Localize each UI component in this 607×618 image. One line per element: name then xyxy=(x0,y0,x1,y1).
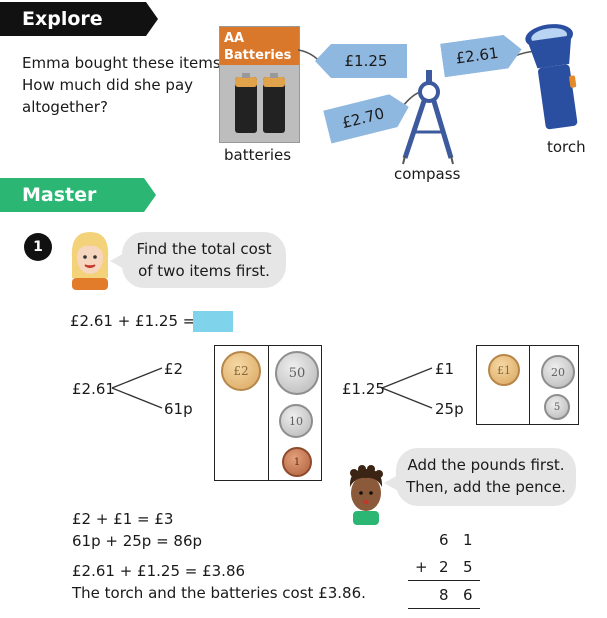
battery-price-tag: £1.25 xyxy=(315,44,407,78)
coin-20p-label: 20 xyxy=(551,365,565,379)
boy-hint-line-2: Then, add the pence. xyxy=(406,478,566,496)
coin-table-1-divider xyxy=(268,346,269,480)
coin-50p: 50 xyxy=(275,351,319,395)
battery-label-line-1: AA xyxy=(224,31,245,46)
col-line-bottom xyxy=(408,608,480,609)
torch-icon xyxy=(525,24,578,130)
partition-2-whole: £1.25 xyxy=(342,380,385,398)
partition-2-lines xyxy=(381,367,433,409)
col-plus-sign: + xyxy=(415,558,428,576)
col-result-tens: 8 xyxy=(439,586,449,604)
hint-line-1: Find the total cost xyxy=(136,240,272,258)
battery-pack-label: AA Batteries xyxy=(220,27,299,65)
coin-10p-label: 10 xyxy=(289,414,303,428)
question-line-1: Emma bought these items. xyxy=(22,54,226,72)
question-number-badge: 1 xyxy=(24,233,52,261)
battery-pack: AA Batteries xyxy=(219,26,300,143)
battery-label-line-2: Batteries xyxy=(224,48,292,63)
master-banner: Master xyxy=(0,178,156,212)
coin-table-2-divider xyxy=(529,346,530,424)
coin-table-2 xyxy=(476,345,579,425)
partition-2-part-2: 25p xyxy=(435,400,464,418)
hint-bubble: Find the total cost of two items first. xyxy=(122,232,286,288)
coin-2-pound: £2 xyxy=(221,351,261,391)
hint-line-2: of two items first. xyxy=(138,262,270,280)
boy-hint-line-1: Add the pounds first. xyxy=(407,456,565,474)
partition-1-part-1: £2 xyxy=(164,360,184,378)
hint-bubble-tail xyxy=(110,252,126,270)
partition-1-lines xyxy=(111,367,163,409)
explore-banner: Explore xyxy=(0,2,158,36)
tag-strings xyxy=(297,49,541,111)
col-result-ones: 6 xyxy=(463,586,473,604)
torch-price: £2.61 xyxy=(454,43,500,68)
question-number: 1 xyxy=(33,239,43,255)
coin-1-pound-label: £1 xyxy=(497,363,511,377)
coin-5p-label: 5 xyxy=(553,401,561,413)
equation: £2.61 + £1.25 = £ xyxy=(70,312,210,330)
col-top-ones: 1 xyxy=(463,531,473,549)
col-mid-ones: 5 xyxy=(463,558,473,576)
coin-1-pound: £1 xyxy=(488,354,520,386)
coin-table-1 xyxy=(214,345,322,481)
coin-2-pound-label: £2 xyxy=(233,364,249,378)
work-line-4: The torch and the batteries cost £3.86. xyxy=(72,584,366,602)
boy-hint-bubble-tail xyxy=(384,474,400,492)
work-line-2: 61p + 25p = 86p xyxy=(72,532,203,550)
partition-1-part-2: 61p xyxy=(164,400,193,418)
battery-icon xyxy=(235,73,285,133)
coin-10p: 10 xyxy=(279,404,313,438)
partition-1-whole: £2.61 xyxy=(72,380,115,398)
col-line-top xyxy=(408,580,480,581)
coin-20p: 20 xyxy=(541,355,575,389)
work-line-1: £2 + £1 = £3 xyxy=(72,510,174,528)
boy-hint-bubble: Add the pounds first. Then, add the penc… xyxy=(396,448,576,506)
compass-price: £2.70 xyxy=(340,104,387,133)
coin-1p-label: 1 xyxy=(293,456,301,468)
torch-caption: torch xyxy=(547,138,586,156)
col-top-tens: 6 xyxy=(439,531,449,549)
coin-50p-label: 50 xyxy=(288,365,306,381)
coin-1p: 1 xyxy=(282,447,312,477)
work-line-3: £2.61 + £1.25 = £3.86 xyxy=(72,562,246,580)
coin-5p: 5 xyxy=(544,394,570,420)
question-line-3: altogether? xyxy=(22,98,108,116)
battery-caption: batteries xyxy=(224,146,292,164)
boy-avatar xyxy=(349,465,383,525)
partition-2-part-1: £1 xyxy=(435,360,455,378)
col-mid-tens: 2 xyxy=(439,558,449,576)
battery-price: £1.25 xyxy=(344,52,388,70)
girl-avatar xyxy=(71,232,109,290)
compass-icon xyxy=(402,70,454,165)
answer-box[interactable] xyxy=(193,311,233,332)
compass-caption: compass xyxy=(394,165,461,183)
question-line-2: How much did she pay xyxy=(22,76,194,94)
